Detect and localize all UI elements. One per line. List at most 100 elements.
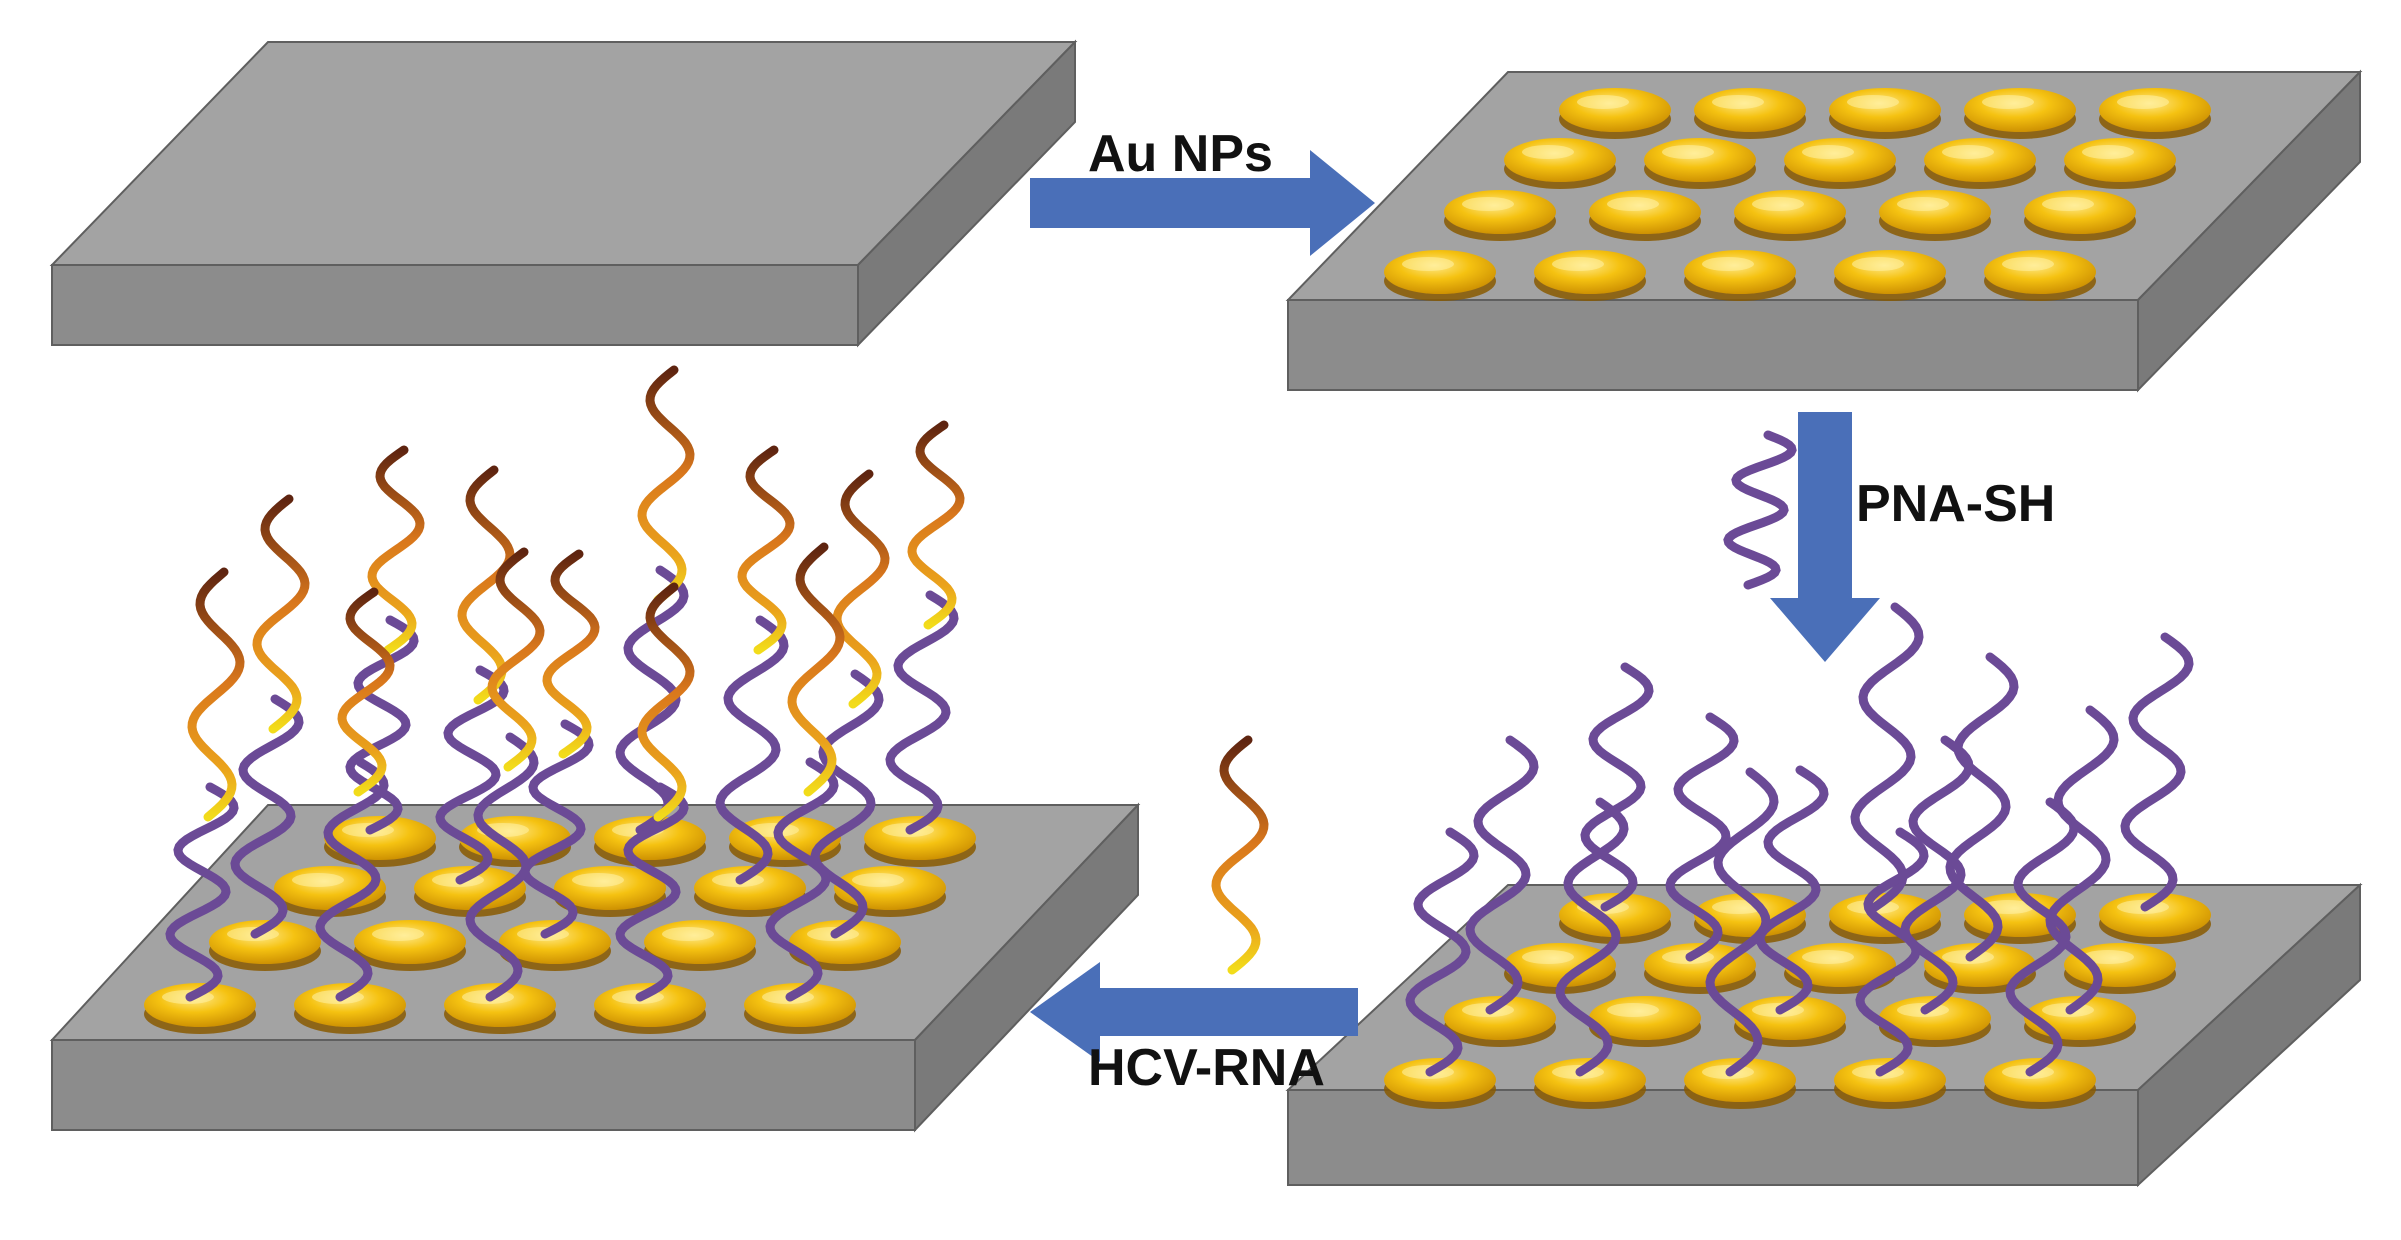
gold-nanoparticle bbox=[1504, 138, 1616, 189]
hcv-rna-strand bbox=[637, 582, 695, 822]
pna-strand bbox=[230, 694, 304, 939]
pna-strand bbox=[1850, 602, 1924, 912]
hcv-rna-strand-icon bbox=[1211, 735, 1269, 975]
hcv-rna-label: HCV-RNA bbox=[1088, 1039, 1325, 1097]
pna-strand bbox=[1705, 767, 1779, 1077]
pna-strand bbox=[2120, 632, 2194, 912]
pna-strand bbox=[435, 665, 509, 885]
gold-nanoparticle bbox=[444, 983, 556, 1034]
gold-nanoparticle bbox=[1834, 250, 1946, 301]
pna-strand bbox=[1855, 827, 1929, 1077]
pna-strand bbox=[165, 782, 239, 1002]
gold-nanoparticle bbox=[644, 920, 756, 971]
gold-nanoparticle bbox=[354, 920, 466, 971]
hcv-rna-strand bbox=[907, 420, 965, 630]
pna-strand bbox=[885, 590, 959, 835]
au-nps-label: Au NPs bbox=[1088, 125, 1273, 183]
pna-strand bbox=[615, 782, 689, 1002]
gold-nanoparticle bbox=[1644, 138, 1756, 189]
gold-nanoparticle bbox=[1924, 138, 2036, 189]
gold-nanoparticle bbox=[414, 866, 526, 917]
pna-strand bbox=[465, 732, 539, 1002]
pna-strand bbox=[1665, 712, 1739, 962]
hcv-rna-strand bbox=[337, 587, 395, 797]
hcv-rna-strand bbox=[487, 547, 545, 772]
nanoparticles-layer bbox=[144, 88, 2211, 1109]
gold-nanoparticle bbox=[2064, 943, 2176, 994]
bare-substrate-front bbox=[51, 264, 859, 346]
gold-nanoparticle bbox=[1444, 996, 1556, 1047]
gold-substrate bbox=[1285, 69, 2363, 393]
gold-nanoparticle bbox=[594, 816, 706, 867]
pna-strand bbox=[2005, 797, 2079, 1077]
hybrid-substrate bbox=[49, 802, 1141, 1133]
gold-nanoparticle bbox=[209, 920, 321, 971]
gold-nanoparticle bbox=[1734, 190, 1846, 241]
down-arrow-icon bbox=[1770, 412, 1880, 662]
pna-strand bbox=[810, 669, 884, 939]
gold-nanoparticle bbox=[1879, 190, 1991, 241]
strands-layer bbox=[165, 365, 2194, 1077]
gold-nanoparticle bbox=[294, 983, 406, 1034]
gold-nanoparticle bbox=[1964, 88, 2076, 139]
pna-strand bbox=[345, 615, 419, 835]
pna-strand bbox=[1900, 735, 1974, 1015]
gold-nanoparticle bbox=[1534, 250, 1646, 301]
gold-nanoparticle bbox=[1559, 88, 1671, 139]
gold-nanoparticle bbox=[2024, 190, 2136, 241]
gold-nanoparticle bbox=[1734, 996, 1846, 1047]
pna-strand bbox=[1555, 797, 1629, 1077]
hcv-rna-strand bbox=[367, 445, 425, 655]
gold-nanoparticle bbox=[1684, 250, 1796, 301]
hcv-rna-strand bbox=[832, 469, 890, 709]
pna-strand bbox=[315, 757, 389, 1002]
gold-nanoparticle bbox=[144, 983, 256, 1034]
gold-nanoparticle bbox=[2099, 88, 2211, 139]
hcv-rna-strand bbox=[252, 494, 310, 734]
gold-substrate-front bbox=[1287, 299, 2139, 391]
hcv-rna-strand bbox=[637, 365, 695, 605]
right-arrow-icon bbox=[1030, 150, 1375, 256]
gold-nanoparticle bbox=[1784, 138, 1896, 189]
pna-strand bbox=[765, 757, 839, 1002]
pna-strand-icon bbox=[1723, 430, 1797, 590]
bare-substrate-side bbox=[857, 39, 1076, 348]
hybrid-substrate-side bbox=[914, 802, 1139, 1133]
hcv-rna-strand bbox=[737, 445, 795, 655]
arrows-layer bbox=[1030, 150, 1880, 1062]
gold-substrate-side bbox=[2137, 69, 2361, 393]
gold-nanoparticle bbox=[864, 816, 976, 867]
gold-nanoparticle bbox=[1694, 88, 1806, 139]
hcv-rna-strand bbox=[542, 549, 600, 759]
gold-nanoparticle bbox=[2064, 138, 2176, 189]
gold-nanoparticle bbox=[1589, 996, 1701, 1047]
bare-substrate bbox=[49, 39, 1078, 348]
hcv-rna-strand bbox=[457, 465, 515, 705]
hcv-rna-strand bbox=[787, 542, 845, 797]
pna-strand bbox=[715, 615, 789, 885]
pna-strand bbox=[2045, 705, 2119, 1015]
pna-strand bbox=[520, 719, 594, 939]
pna-strand bbox=[1755, 765, 1829, 1015]
pna-strand bbox=[1580, 662, 1654, 912]
pna-strand bbox=[1945, 652, 2019, 962]
gold-nanoparticle bbox=[1984, 250, 2096, 301]
gold-nanoparticle bbox=[1829, 88, 1941, 139]
gold-nanoparticle bbox=[789, 920, 901, 971]
gold-nanoparticle bbox=[1384, 1058, 1496, 1109]
gold-nanoparticle bbox=[2099, 893, 2211, 944]
pna-substrate-side bbox=[2137, 882, 2361, 1188]
hybrid-substrate-front bbox=[51, 1039, 916, 1131]
hcv-rna-strand bbox=[187, 567, 245, 822]
gold-nanoparticle bbox=[1589, 190, 1701, 241]
gold-nanoparticle bbox=[1444, 190, 1556, 241]
substrates-layer bbox=[49, 39, 2363, 1188]
gold-nanoparticle bbox=[554, 866, 666, 917]
gold-nanoparticle bbox=[1384, 250, 1496, 301]
pna-strand bbox=[1405, 827, 1479, 1077]
gold-nanoparticle bbox=[499, 920, 611, 971]
pna-sh-label: PNA-SH bbox=[1856, 475, 2056, 533]
left-arrow-icon bbox=[1030, 962, 1358, 1062]
gold-nanoparticle bbox=[744, 983, 856, 1034]
